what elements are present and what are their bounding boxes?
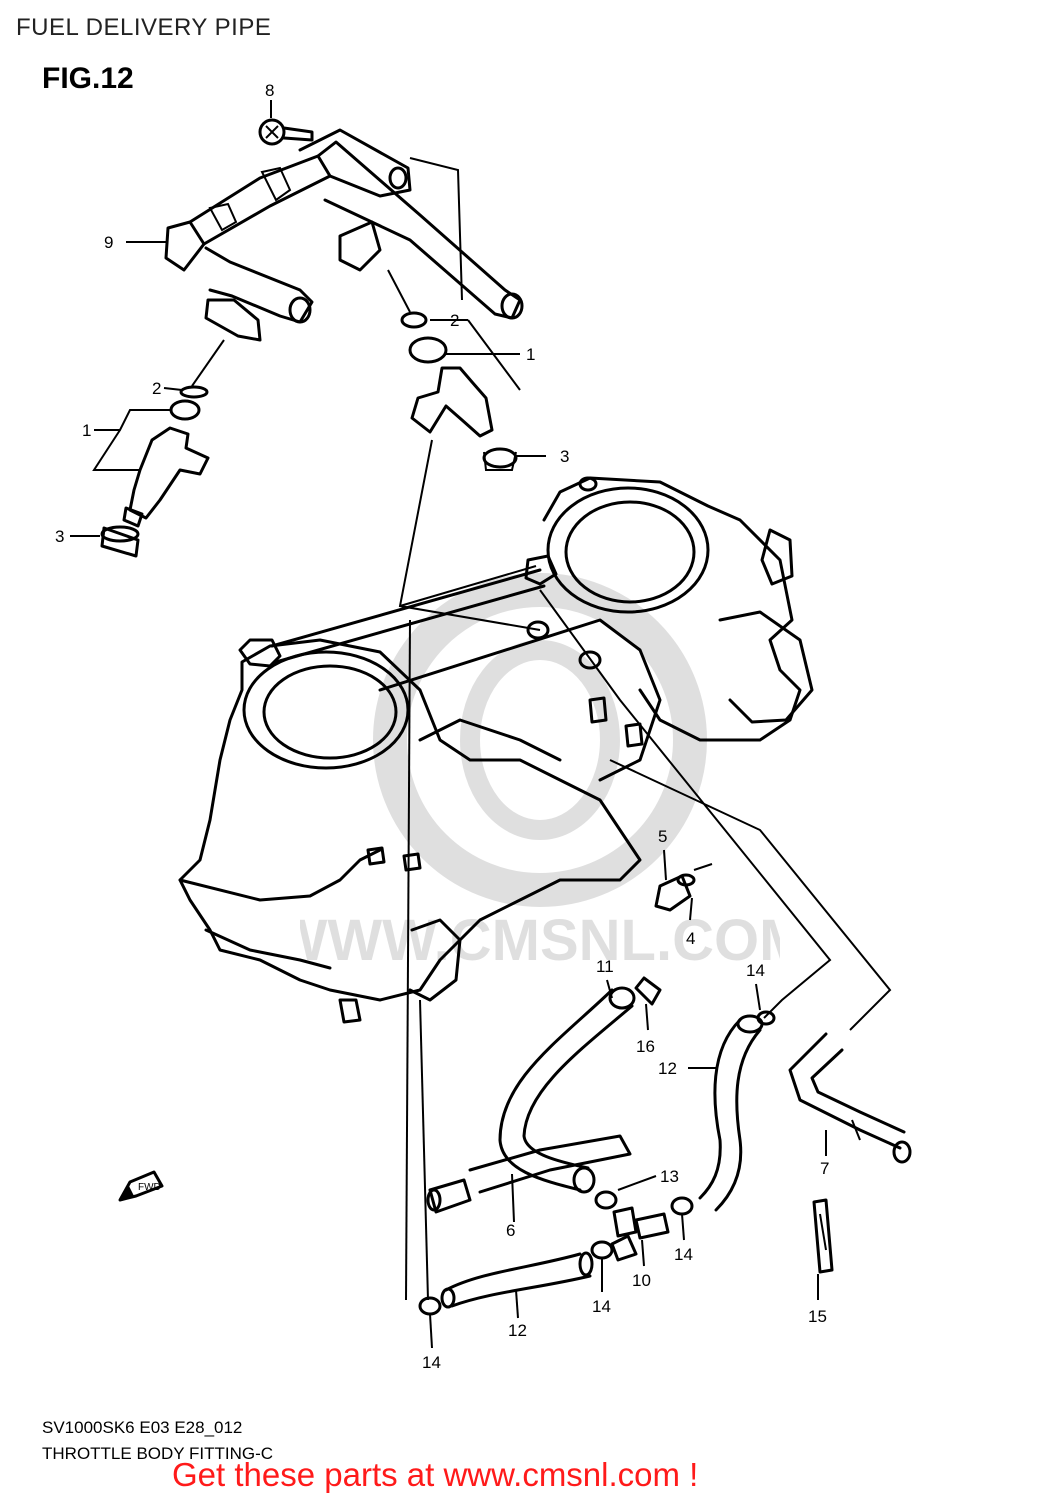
t-joint-10	[610, 1206, 670, 1262]
callout-4: 4	[686, 929, 695, 948]
promo-link-text[interactable]: Get these parts at www.cmsnl.com !	[172, 1456, 699, 1493]
callout-14: 14	[422, 1353, 441, 1372]
callout-14: 14	[592, 1297, 611, 1316]
pipe-6	[426, 1134, 632, 1214]
callout-12: 12	[508, 1321, 527, 1340]
section-name: THROTTLE BODY FITTING-C	[42, 1444, 274, 1463]
injector-right	[400, 311, 518, 471]
callout-2: 2	[450, 311, 459, 330]
callout-numbers: 8 9 2 1 3 2 1 3 5 4 11 14 16 12 7 13 6 1…	[55, 81, 829, 1372]
forward-label: FWD	[138, 1182, 161, 1193]
callout-6: 6	[506, 1221, 515, 1240]
clip-16	[634, 976, 662, 1006]
bracket-15	[812, 1198, 834, 1274]
screw	[258, 118, 314, 146]
callout-3: 3	[560, 447, 569, 466]
forward-direction-arrow: FWD	[118, 1170, 164, 1202]
callout-14: 14	[674, 1245, 693, 1264]
callout-1: 1	[526, 345, 535, 364]
callout-9: 9	[104, 233, 113, 252]
hose-clamps	[418, 1010, 776, 1316]
hose-7	[788, 1032, 912, 1164]
callout-10: 10	[632, 1271, 651, 1290]
cap-and-clip	[654, 863, 713, 912]
figure-number: FIG.12	[42, 62, 134, 95]
fuel-delivery-pipe	[164, 128, 524, 342]
callout-11: 11	[596, 957, 614, 976]
callout-2: 2	[152, 379, 161, 398]
injector-left	[100, 385, 210, 558]
callout-8: 8	[265, 81, 274, 100]
page-title: FUEL DELIVERY PIPE	[16, 14, 272, 41]
callout-15: 15	[808, 1307, 827, 1326]
callout-1: 1	[82, 421, 91, 440]
model-code: SV1000SK6 E03 E28_012	[42, 1418, 243, 1437]
callout-16: 16	[636, 1037, 655, 1056]
callout-13: 13	[660, 1167, 679, 1186]
callout-3: 3	[55, 527, 64, 546]
throttle-body	[178, 476, 814, 1024]
callout-12: 12	[658, 1059, 677, 1078]
hose-12-upper	[698, 1014, 764, 1212]
callout-5: 5	[658, 827, 667, 846]
assembly-guide-lines	[191, 157, 892, 1301]
callout-leaders	[70, 100, 827, 1349]
exploded-parts-diagram: FWD 8 9 2 1 3 2 1 3 5 4	[55, 81, 912, 1372]
hose-11	[498, 986, 636, 1194]
callout-7: 7	[820, 1159, 829, 1178]
callout-14: 14	[746, 961, 765, 980]
